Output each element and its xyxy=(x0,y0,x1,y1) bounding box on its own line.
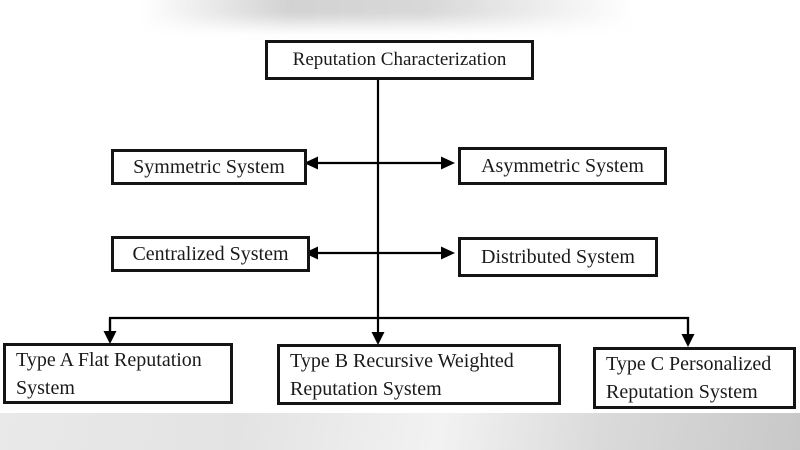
node-type-a-flat-reputation-system: Type A Flat Reputation System xyxy=(3,343,233,404)
node-centralized-system: Centralized System xyxy=(111,236,310,272)
node-label: Distributed System xyxy=(481,245,635,268)
node-label: Type B Recursive Weighted Reputation Sys… xyxy=(290,349,514,400)
node-label: Type C Personalized Reputation System xyxy=(606,353,772,403)
bottom-gray-band xyxy=(0,413,800,450)
node-label: Centralized System xyxy=(132,242,289,265)
node-symmetric-system: Symmetric System xyxy=(111,149,307,185)
node-asymmetric-system: Asymmetric System xyxy=(458,147,667,185)
arrow-to-type-a xyxy=(103,318,117,344)
node-type-b-recursive-weighted-reputation-system: Type B Recursive Weighted Reputation Sys… xyxy=(277,344,561,405)
centralized-distributed-arrow xyxy=(304,246,455,260)
node-label: Asymmetric System xyxy=(481,154,644,177)
node-distributed-system: Distributed System xyxy=(458,237,658,277)
arrow-to-type-c xyxy=(681,318,695,347)
node-type-c-personalized-reputation-system: Type C Personalized Reputation System xyxy=(593,347,796,409)
node-reputation-characterization: Reputation Characterization xyxy=(265,40,534,80)
node-label: Type A Flat Reputation System xyxy=(16,348,202,399)
branch-line xyxy=(108,316,690,333)
symmetric-asymmetric-arrow xyxy=(304,156,455,170)
arrow-to-type-b xyxy=(371,318,385,345)
node-label: Reputation Characterization xyxy=(292,49,507,71)
top-gray-gradient xyxy=(140,0,635,36)
node-label: Symmetric System xyxy=(133,155,285,178)
